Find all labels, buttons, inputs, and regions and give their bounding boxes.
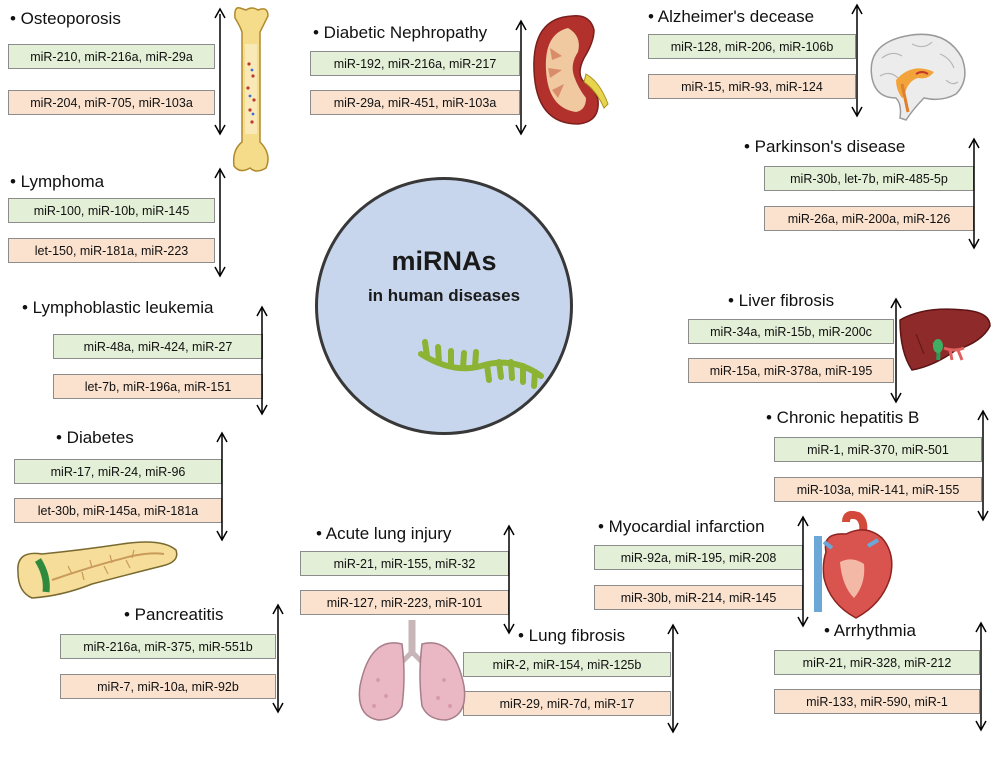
- upregulated-box: miR-21, miR-328, miR-212: [774, 650, 980, 675]
- downregulated-box: miR-15, miR-93, miR-124: [648, 74, 856, 99]
- up-down-arrow: [214, 7, 226, 136]
- upregulated-box: miR-100, miR-10b, miR-145: [8, 198, 215, 223]
- upregulated-box: miR-48a, miR-424, miR-27: [53, 334, 263, 359]
- disease-title: • Diabetes: [56, 428, 134, 447]
- liver-icon: [899, 308, 991, 371]
- disease-title: • Lymphoma: [10, 172, 105, 191]
- downregulated-box: miR-30b, miR-214, miR-145: [594, 585, 803, 610]
- up-down-arrow: [968, 137, 980, 250]
- upregulated-box: miR-92a, miR-195, miR-208: [594, 545, 803, 570]
- downregulated-box: miR-29, miR-7d, miR-17: [463, 691, 671, 716]
- up-down-arrow: [214, 167, 226, 278]
- disease-title: • Pancreatitis: [124, 605, 224, 624]
- downregulated-box: miR-7, miR-10a, miR-92b: [60, 674, 276, 699]
- up-down-arrow: [272, 603, 284, 714]
- disease-title: • Chronic hepatitis B: [766, 408, 920, 427]
- upregulated-box: miR-210, miR-216a, miR-29a: [8, 44, 215, 69]
- disease-title: • Arrhythmia: [824, 621, 916, 640]
- up-down-arrow: [503, 524, 515, 635]
- up-down-arrow: [851, 3, 863, 118]
- disease-title: • Myocardial infarction: [598, 517, 765, 536]
- disease-title: • Alzheimer's decease: [648, 7, 815, 26]
- up-down-arrow: [797, 515, 809, 628]
- downregulated-box: miR-204, miR-705, miR-103a: [8, 90, 215, 115]
- center-title: miRNAs: [391, 246, 497, 276]
- up-down-arrow: [890, 297, 902, 404]
- heart-icon: [814, 510, 893, 619]
- upregulated-box: miR-128, miR-206, miR-106b: [648, 34, 856, 59]
- upregulated-box: miR-1, miR-370, miR-501: [774, 437, 982, 462]
- upregulated-box: miR-34a, miR-15b, miR-200c: [688, 319, 894, 344]
- up-down-arrow: [515, 19, 527, 136]
- disease-title: • Lung fibrosis: [518, 626, 626, 645]
- up-down-arrow: [667, 623, 679, 734]
- downregulated-box: miR-127, miR-223, miR-101: [300, 590, 509, 615]
- upregulated-box: miR-17, miR-24, miR-96: [14, 459, 222, 484]
- kidney-icon: [533, 15, 609, 125]
- center-circle: miRNAs in human diseases: [315, 177, 573, 435]
- downregulated-box: miR-133, miR-590, miR-1: [774, 689, 980, 714]
- disease-title: • Lymphoblastic leukemia: [22, 298, 214, 317]
- downregulated-box: miR-29a, miR-451, miR-103a: [310, 90, 520, 115]
- up-down-arrow: [256, 305, 268, 416]
- upregulated-box: miR-192, miR-216a, miR-217: [310, 51, 520, 76]
- bone-icon: [232, 6, 269, 172]
- downregulated-box: miR-26a, miR-200a, miR-126: [764, 206, 974, 231]
- downregulated-box: let-7b, miR-196a, miR-151: [53, 374, 263, 399]
- upregulated-box: miR-30b, let-7b, miR-485-5p: [764, 166, 974, 191]
- disease-title: • Acute lung injury: [316, 524, 452, 543]
- downregulated-box: miR-103a, miR-141, miR-155: [774, 477, 982, 502]
- disease-title: • Diabetic Nephropathy: [313, 23, 488, 42]
- center-subtitle: in human diseases: [367, 286, 521, 305]
- downregulated-box: let-150, miR-181a, miR-223: [8, 238, 215, 263]
- brain-icon: [870, 33, 966, 121]
- upregulated-box: miR-21, miR-155, miR-32: [300, 551, 509, 576]
- disease-title: • Osteoporosis: [10, 9, 121, 28]
- downregulated-box: let-30b, miR-145a, miR-181a: [14, 498, 222, 523]
- disease-title: • Liver fibrosis: [728, 291, 835, 310]
- downregulated-box: miR-15a, miR-378a, miR-195: [688, 358, 894, 383]
- up-down-arrow: [975, 621, 987, 732]
- upregulated-box: miR-2, miR-154, miR-125b: [463, 652, 671, 677]
- up-down-arrow: [977, 409, 989, 522]
- up-down-arrow: [216, 431, 228, 542]
- lungs-icon: [358, 620, 466, 721]
- upregulated-box: miR-216a, miR-375, miR-551b: [60, 634, 276, 659]
- mirna-strand-icon: [418, 339, 544, 389]
- pancreas-icon: [17, 541, 178, 599]
- disease-title: • Parkinson's disease: [744, 137, 906, 156]
